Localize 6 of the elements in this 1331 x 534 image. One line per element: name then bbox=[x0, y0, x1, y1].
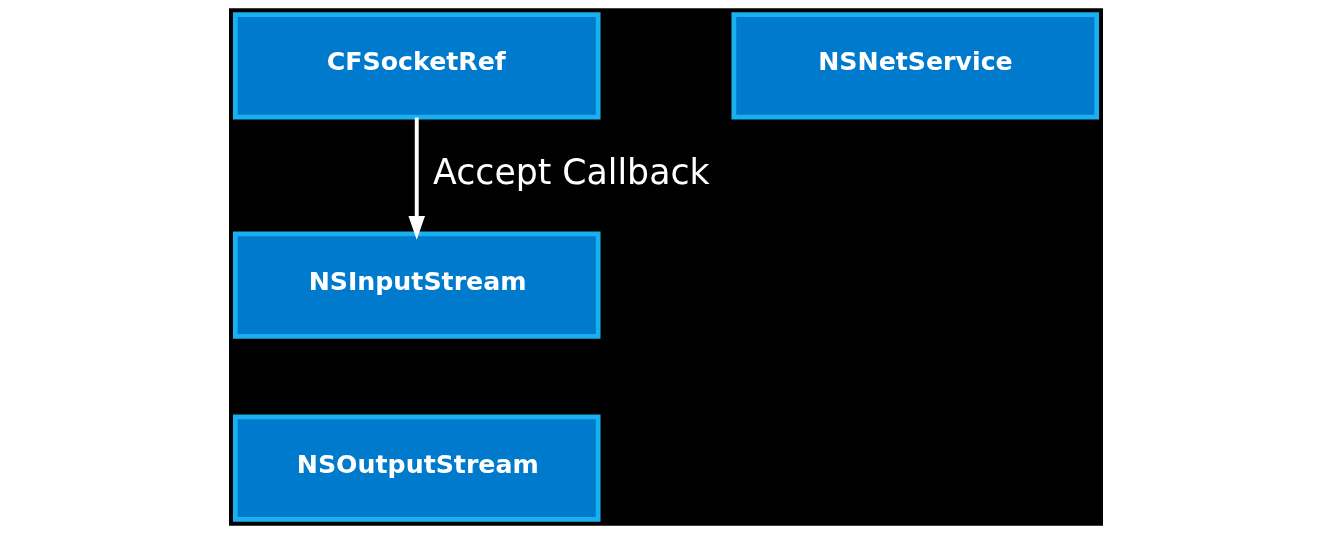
node-box: NSNetService bbox=[730, 12, 1099, 120]
node-box: CFSocketRef bbox=[232, 12, 601, 120]
node-box: NSOutputStream bbox=[232, 414, 601, 522]
edge-label: Accept Callback bbox=[432, 152, 710, 193]
node-box: NSInputStream bbox=[232, 231, 601, 339]
arrow bbox=[407, 117, 425, 240]
